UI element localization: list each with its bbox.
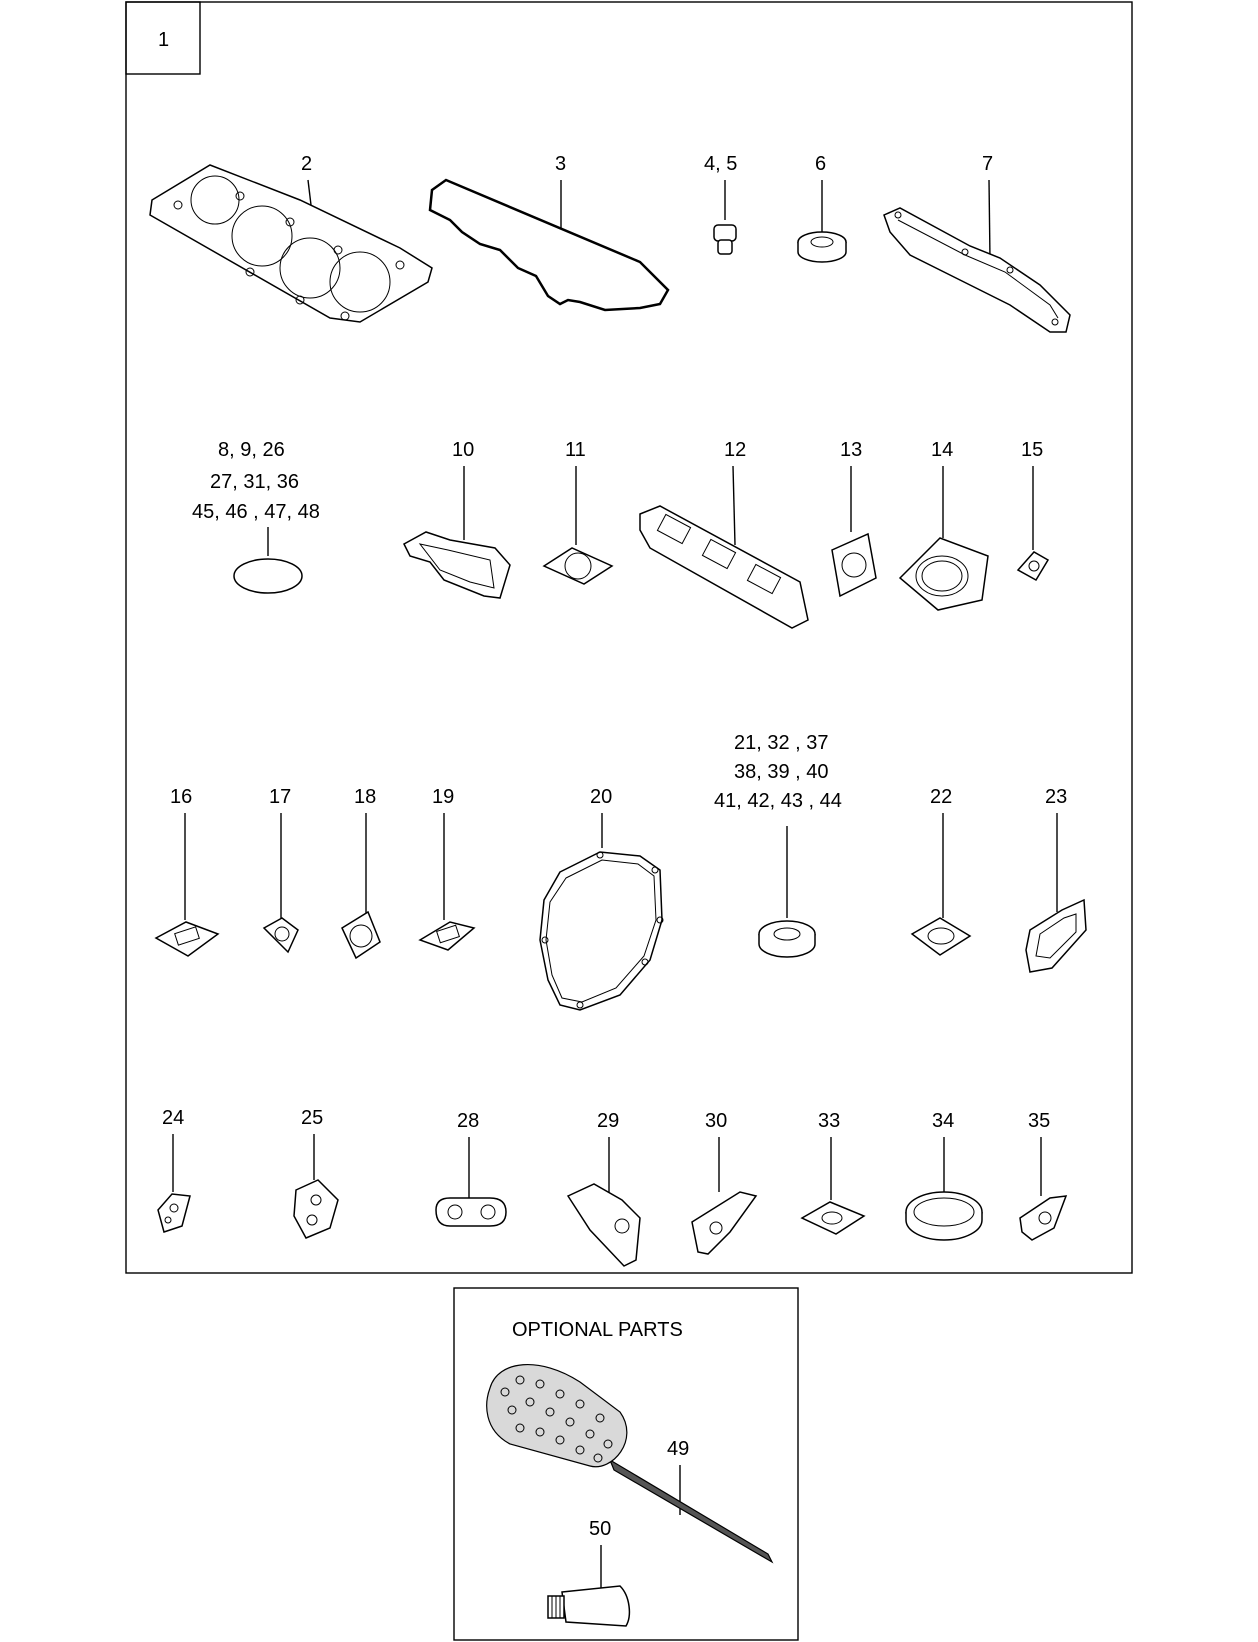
label-8-line1: 8, 9, 26 [218,439,285,461]
part-21-seal: 21, 32 , 37 38, 39 , 40 41, 42, 43 , 44 [714,732,842,958]
label-34: 34 [932,1110,954,1132]
main-panel: 1 2 3 4, 5 6 [125,1,1133,1274]
part-13-gasket: 13 [831,439,877,598]
optional-parts-panel: OPTIONAL PARTS 49 50 [453,1287,799,1641]
part-34-ring: 34 [905,1110,983,1241]
label-12: 12 [724,439,746,461]
label-22: 22 [930,786,952,808]
part-4-5-stem-seal: 4, 5 [704,153,737,255]
label-24: 24 [162,1107,184,1129]
part-50-tube: 50 [547,1518,631,1627]
label-16: 16 [170,786,192,808]
label-15: 15 [1021,439,1043,461]
part-3-cover-gasket: 3 [428,153,670,312]
part-20-housing-gasket: 20 [539,786,664,1011]
label-8-line2: 27, 31, 36 [210,471,299,493]
part-19-gasket: 19 [418,786,476,951]
label-29: 29 [597,1110,619,1132]
part-28-gasket: 28 [435,1110,507,1227]
part-35-gasket: 35 [1019,1110,1068,1241]
label-4-5: 4, 5 [704,153,737,175]
label-7: 7 [982,153,993,175]
part-11-gasket: 11 [542,439,614,585]
part-6-seal: 6 [797,153,847,263]
label-21-line2: 38, 39 , 40 [734,761,829,783]
label-14: 14 [931,439,953,461]
label-21-line1: 21, 32 , 37 [734,732,829,754]
label-18: 18 [354,786,376,808]
part-16-gasket: 16 [154,786,220,957]
label-50: 50 [589,1518,611,1540]
index-label: 1 [158,29,169,51]
label-21-line3: 41, 42, 43 , 44 [714,790,842,812]
label-11: 11 [565,439,586,461]
label-33: 33 [818,1110,840,1132]
part-30-gasket: 30 [691,1110,758,1255]
label-23: 23 [1045,786,1067,808]
label-30: 30 [705,1110,727,1132]
part-33-gasket: 33 [800,1110,866,1235]
label-28: 28 [457,1110,479,1132]
index-box [125,1,201,75]
label-49: 49 [667,1438,689,1460]
label-19: 19 [432,786,454,808]
label-13: 13 [840,439,862,461]
label-35: 35 [1028,1110,1050,1132]
label-6: 6 [815,153,826,175]
part-10-gasket: 10 [403,439,511,599]
part-18-gasket: 18 [341,786,381,960]
part-23-gasket: 23 [1025,786,1087,973]
optional-panel-title: OPTIONAL PARTS [512,1319,683,1341]
label-2: 2 [301,153,312,175]
optional-panel-frame [453,1287,799,1641]
label-3: 3 [555,153,566,175]
part-22-gasket: 22 [910,786,972,956]
part-17-gasket: 17 [262,786,299,954]
label-10: 10 [452,439,474,461]
label-8-line3: 45, 46 , 47, 48 [192,501,320,523]
part-25-gasket: 25 [293,1107,339,1239]
label-17: 17 [269,786,291,808]
part-14-gasket: 14 [898,439,989,611]
part-49-brush: 49 [486,1363,774,1564]
part-15-gasket: 15 [1016,439,1050,582]
part-12-exhaust-gasket: 12 [639,439,809,629]
part-2-head-gasket: 2 [149,153,433,323]
main-panel-frame [125,1,1133,1274]
part-8-o-ring: 8, 9, 26 27, 31, 36 45, 46 , 47, 48 [192,439,320,594]
part-24-gasket: 24 [157,1107,191,1233]
label-25: 25 [301,1107,323,1129]
label-20: 20 [590,786,612,808]
part-29-gasket: 29 [566,1110,641,1267]
part-7-manifold-gasket: 7 [883,153,1071,333]
